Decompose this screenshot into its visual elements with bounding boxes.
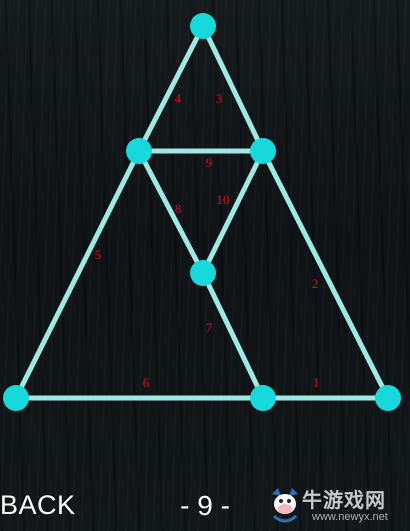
level-number: - 9 - xyxy=(180,490,230,521)
edge-C-D[interactable] xyxy=(200,148,266,276)
node-C[interactable] xyxy=(250,138,276,164)
edge-B-E[interactable] xyxy=(13,148,142,401)
edge-label-B-E: 5 xyxy=(95,247,102,262)
edge-label-F-G: 1 xyxy=(313,375,320,390)
edge-label-B-D: 8 xyxy=(175,201,182,216)
node-A[interactable] xyxy=(190,13,216,39)
edge-label-C-G: 2 xyxy=(312,276,319,291)
edge-label-A-C: 3 xyxy=(216,91,223,106)
edge-B-D[interactable] xyxy=(136,148,206,276)
edge-label-C-D: 10 xyxy=(217,192,230,207)
edge-label-E-F: 6 xyxy=(143,375,150,390)
watermark-title: 牛游戏网 xyxy=(302,488,386,512)
watermark-url: www.newyx.net xyxy=(312,511,388,523)
node-B[interactable] xyxy=(126,138,152,164)
edge-A-B[interactable] xyxy=(136,23,206,154)
node-E[interactable] xyxy=(3,385,29,411)
edge-label-D-F: 7 xyxy=(206,320,213,335)
cow-logo-icon xyxy=(272,488,298,523)
edge-D-F[interactable] xyxy=(200,270,266,401)
node-D[interactable] xyxy=(190,260,216,286)
edge-label-A-B: 4 xyxy=(175,91,182,106)
back-button[interactable]: BACK xyxy=(0,490,76,520)
watermark: 牛游戏网 www.newyx.net xyxy=(268,484,410,531)
edge-A-C[interactable] xyxy=(200,23,266,154)
node-F[interactable] xyxy=(250,385,276,411)
edge-label-B-C: 9 xyxy=(206,155,213,170)
edge-C-G[interactable] xyxy=(260,148,391,401)
node-G[interactable] xyxy=(375,385,401,411)
